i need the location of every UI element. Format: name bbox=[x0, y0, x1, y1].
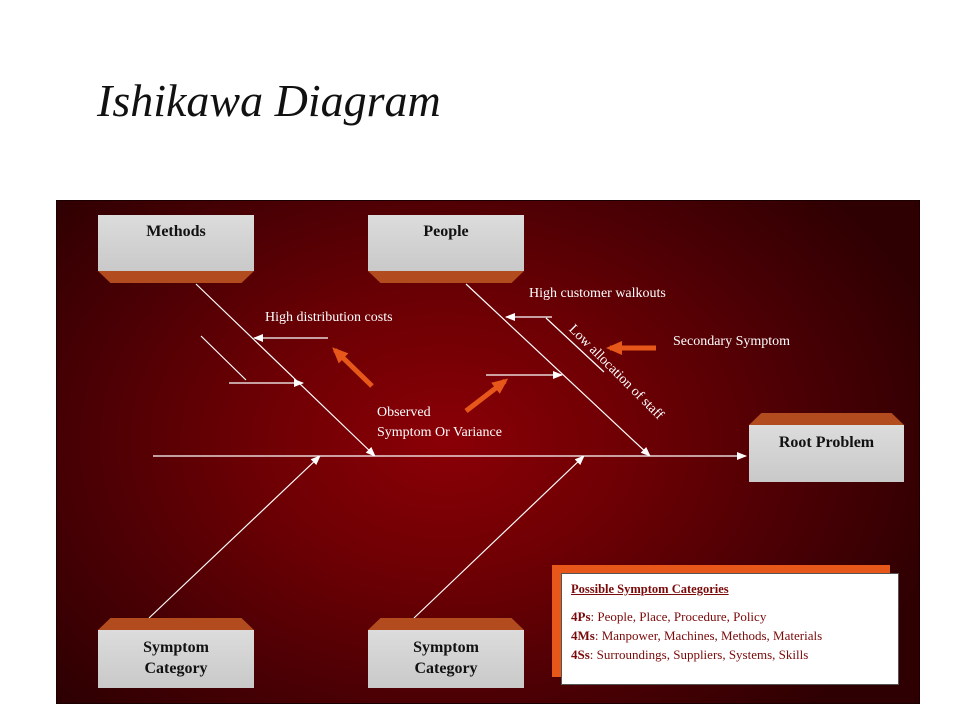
methods-bone bbox=[195, 283, 376, 457]
legend-heading: Possible Symptom Categories bbox=[571, 582, 729, 596]
symptom-category-1-line2: Category bbox=[144, 660, 208, 677]
orange-arrow-distribution bbox=[332, 347, 374, 388]
label-high-distribution-costs: High distribution costs bbox=[265, 310, 393, 325]
methods-label: Methods bbox=[146, 223, 206, 240]
low-allocation-bone bbox=[545, 317, 605, 373]
label-observed-line1: Observed bbox=[377, 405, 431, 420]
label-high-customer-walkouts: High customer walkouts bbox=[529, 286, 666, 301]
legend-row-4ps: 4Ps: People, Place, Procedure, Policy bbox=[571, 609, 767, 625]
root-problem-label: Root Problem bbox=[778, 434, 875, 451]
symptom-category-2-line2: Category bbox=[414, 660, 478, 677]
orange-arrow-observed bbox=[464, 378, 509, 413]
sub-bone-diagonal bbox=[200, 335, 247, 381]
symptom-categories-legend: Possible Symptom Categories 4Ps: People,… bbox=[561, 573, 899, 685]
symptom-bone-2 bbox=[413, 455, 585, 619]
slide-title: Ishikawa Diagram bbox=[97, 75, 441, 126]
symptom-category-1-line1: Symptom bbox=[143, 639, 209, 657]
symptom-category-2-line1: Symptom bbox=[413, 639, 479, 657]
label-observed-line2: Symptom Or Variance bbox=[377, 425, 502, 440]
people-label: People bbox=[423, 223, 469, 240]
label-secondary-symptom: Secondary Symptom bbox=[673, 334, 791, 349]
legend-row-4ms: 4Ms: Manpower, Machines, Methods, Materi… bbox=[571, 627, 823, 643]
legend-row-4ss: 4Ss: Surroundings, Suppliers, Systems, S… bbox=[571, 646, 809, 662]
symptom-bone-1 bbox=[148, 455, 321, 619]
people-bone bbox=[465, 283, 651, 457]
